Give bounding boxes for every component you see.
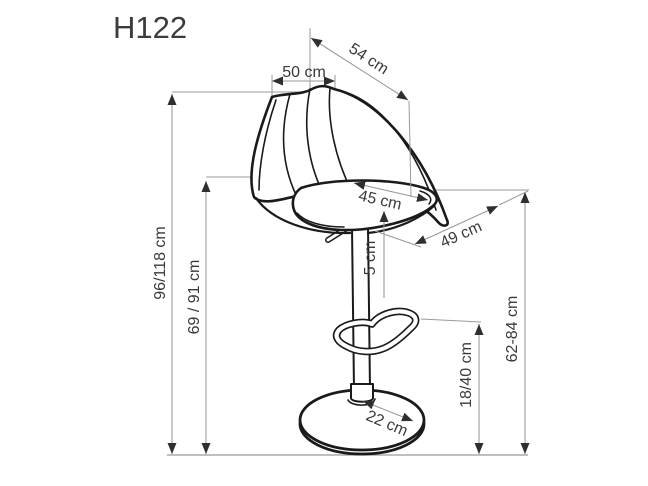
dim-base-diameter — [362, 400, 414, 422]
seat-underside — [254, 196, 352, 235]
dim-label-top-width: 50 cm — [282, 64, 326, 81]
bar-stool-illustration — [250, 84, 449, 456]
page-title: H122 — [113, 10, 187, 45]
column-sleeve — [350, 383, 374, 403]
dim-label-total-height: 96/118 cm — [152, 226, 169, 300]
backrest-seam — [282, 93, 298, 198]
dimension-lines-behind — [167, 28, 530, 454]
dim-seat-height — [201, 176, 256, 454]
dimension-lines-front — [353, 100, 529, 422]
dim-label-backrest-diagonal: 54 cm — [346, 40, 392, 78]
dim-label-height-range: 62-84 cm — [504, 296, 521, 363]
dim-label-seat-height: 69 / 91 cm — [186, 260, 203, 335]
dim-footrest-height-ext — [420, 318, 482, 323]
dim-label-footrest-height: 18/40 cm — [458, 342, 475, 408]
seat-piping — [296, 212, 345, 228]
dim-seat-width — [353, 181, 429, 202]
dim-seat-depth — [374, 190, 529, 248]
dim-backrest-diagonal-ext — [408, 100, 412, 198]
base-hub — [347, 398, 376, 406]
dim-label-gas-lift: 5 cm — [362, 241, 379, 276]
backrest-piping — [258, 99, 277, 191]
dim-height-range — [433, 189, 530, 454]
dim-backrest-diagonal — [309, 28, 409, 101]
stool-footrest — [332, 307, 420, 356]
dim-total-height — [167, 91, 306, 454]
